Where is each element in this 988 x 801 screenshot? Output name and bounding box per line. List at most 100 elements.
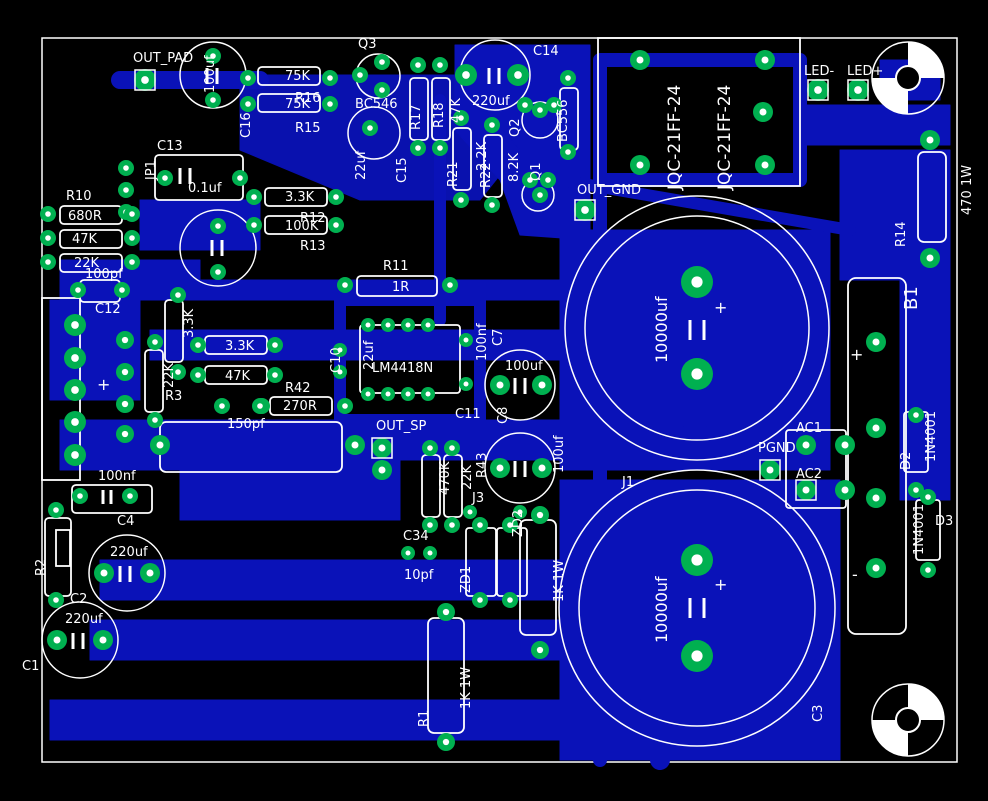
drill-hole [257, 403, 263, 409]
label-c10-val: 22uf [362, 340, 377, 370]
label-r2: R2 [34, 559, 49, 576]
label-r17: R17 [409, 104, 424, 130]
mounting-holes [872, 42, 944, 756]
drill-hole [691, 650, 703, 662]
drill-hole [636, 56, 644, 64]
drill-hole [215, 223, 221, 229]
drill-hole [327, 75, 333, 81]
label-c11-val: 100uf [505, 359, 543, 374]
drill-hole [195, 342, 201, 348]
drill-hole [913, 487, 919, 493]
label-ac2: AC2 [796, 467, 822, 482]
drill-hole [477, 522, 483, 528]
drill-hole [71, 418, 79, 426]
label-q3: Q3 [358, 37, 377, 52]
drill-hole [442, 608, 450, 616]
label-d2: D2 [899, 452, 914, 470]
drill-hole [514, 71, 522, 79]
label-c2: C2 [70, 592, 87, 607]
drill-hole [449, 445, 455, 451]
label-r10-val: 680R [68, 209, 102, 224]
label-c34-val: 10pf [404, 568, 434, 583]
drill-hole [527, 177, 533, 183]
drill-hole [327, 101, 333, 107]
drill-hole [467, 509, 473, 515]
label-c15-val: 22uf [354, 150, 369, 180]
drill-hole [337, 347, 343, 353]
drill-hole [841, 441, 849, 449]
label-r21: R21 [446, 161, 461, 187]
label-c3: C3 [811, 705, 826, 722]
drill-hole [759, 108, 767, 116]
label-c5-val: 220uf [110, 545, 148, 560]
label-ic: LM4418N [372, 361, 433, 376]
label-q1: Q1 [529, 162, 544, 181]
label-out-sp: OUT_SP [376, 419, 426, 434]
drill-hole [581, 206, 589, 214]
drill-hole [141, 76, 149, 84]
drill-hole [351, 441, 359, 449]
drill-hole [75, 287, 81, 293]
square-pad-outline [574, 199, 596, 221]
drill-hole [272, 372, 278, 378]
drill-hole [538, 381, 546, 389]
drill-hole [337, 369, 343, 375]
drill-hole [477, 597, 483, 603]
label-r4-side: 22K [162, 362, 177, 388]
drill-hole [926, 136, 934, 144]
drill-hole [405, 322, 411, 328]
label-plus-b1: + [850, 345, 863, 364]
drill-hole [71, 386, 79, 394]
drill-hole [121, 430, 129, 438]
label-r11: R11 [383, 259, 409, 274]
label-r3: R3 [165, 389, 182, 404]
label-big-cap2: 10000uf [652, 576, 671, 643]
drill-hole [385, 322, 391, 328]
drill-hole [802, 486, 810, 494]
square-pad-outline [759, 459, 781, 481]
drill-hole [405, 391, 411, 397]
label-pgnd: PGND [758, 441, 796, 456]
drill-hole [53, 507, 59, 513]
label-j3: J3 [471, 491, 484, 506]
drill-hole [245, 75, 251, 81]
label-r10: R10 [66, 189, 92, 204]
label-r5-val: 47K [225, 369, 251, 384]
drill-hole [872, 494, 880, 502]
label-c15: C15 [395, 157, 410, 183]
label-r14-val: 470 1W [960, 165, 975, 215]
label-zd1: ZD1 [459, 566, 474, 593]
silk-labels: OUT_PAD OUT_GND OUT_SP LED- LED+ Q3 C14 … [22, 37, 975, 727]
drill-hole [45, 259, 51, 265]
drill-hole [162, 175, 168, 181]
label-r15-val: 75K [285, 69, 311, 84]
copper-layer [49, 44, 951, 770]
drill-hole [854, 86, 862, 94]
drill-hole [425, 322, 431, 328]
label-c34: C34 [403, 529, 429, 544]
label-r16-val: 75K [285, 97, 311, 112]
drill-hole [565, 149, 571, 155]
drill-hole [437, 62, 443, 68]
drill-hole [442, 738, 450, 746]
label-j1: J1 [621, 475, 634, 490]
drill-hole [517, 509, 523, 515]
label-r3-side: 3.3K [182, 308, 197, 338]
label-c4-val: 100nf [98, 469, 136, 484]
drill-hole [545, 177, 551, 183]
drill-hole [156, 441, 164, 449]
label-r13-val: 100K [285, 219, 319, 234]
label-relay1: JQC-21FF-24 [665, 85, 685, 191]
label-d3: D3 [935, 514, 953, 529]
label-r11-val: 1R [392, 280, 409, 295]
square-pad-outline [847, 79, 869, 101]
drill-hole [195, 372, 201, 378]
label-c4: C4 [117, 514, 134, 529]
drill-hole [385, 391, 391, 397]
label-r12-val: 3.3K [285, 190, 315, 205]
label-c13-val: 0.1uf [188, 181, 222, 196]
drill-hole [357, 72, 363, 78]
label-b1: B1 [901, 286, 922, 310]
drill-hole [71, 451, 79, 459]
